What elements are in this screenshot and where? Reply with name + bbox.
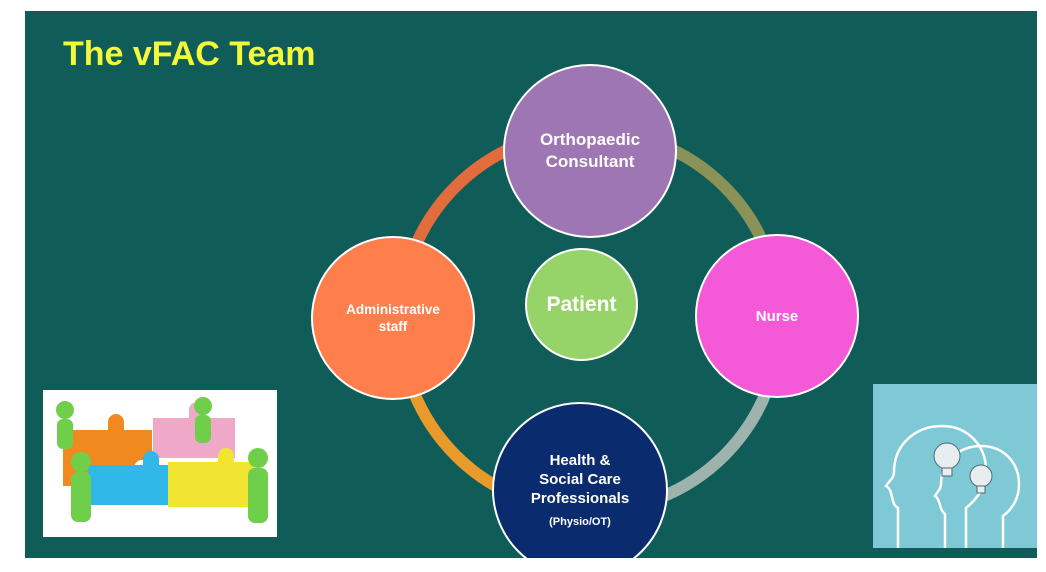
slide-title: The vFAC Team xyxy=(63,35,316,73)
node-label-line: Consultant xyxy=(545,152,635,171)
teamwork-puzzle-illustration xyxy=(43,390,277,537)
node-label-line: staff xyxy=(378,319,408,334)
node-label: Nurse xyxy=(755,307,799,325)
node-patient-center: Patient xyxy=(525,248,638,361)
two-heads-lightbulb-illustration xyxy=(873,384,1037,548)
node-label: Patient xyxy=(546,292,617,316)
node-sublabel: (Physio/OT) xyxy=(549,516,611,528)
slide: The vFAC Team Orthopaedic Consultant Nur… xyxy=(25,11,1037,558)
node-administrative-staff: Administrative staff xyxy=(311,236,475,400)
node-label-line: Health & xyxy=(549,452,611,469)
node-label-line: Social Care xyxy=(539,471,621,488)
node-label-line: Professionals xyxy=(530,490,630,507)
node-nurse: Nurse xyxy=(695,234,859,398)
node-orthopaedic-consultant: Orthopaedic Consultant xyxy=(503,64,677,238)
node-health-social-care-professionals: Health & Social Care Professionals (Phys… xyxy=(492,402,668,558)
node-label-line: Administrative xyxy=(346,302,440,317)
node-label-line: Orthopaedic xyxy=(539,130,641,149)
